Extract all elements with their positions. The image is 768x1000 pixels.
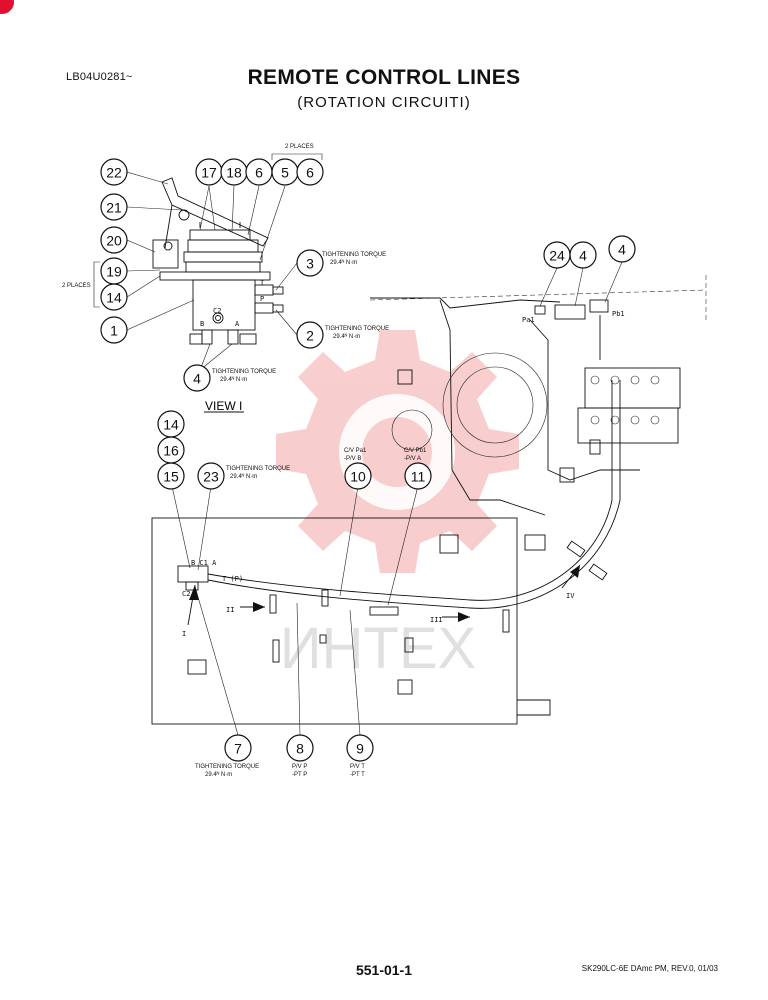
callout-number: 15 [163, 469, 179, 485]
callout-4: 4 [608, 235, 636, 263]
callout-18: 18 [220, 158, 248, 186]
callout-number: 3 [306, 256, 314, 272]
callout-number: 10 [350, 469, 366, 485]
callout-number: 24 [549, 248, 565, 264]
callout-1: 1 [100, 316, 128, 344]
port-b-label: B [200, 320, 204, 328]
page-subtitle: (ROTATION CIRCUITI) [297, 94, 471, 111]
pv-a-label: -P/V A [404, 456, 421, 462]
arrow-i-label: I [182, 630, 186, 638]
callout-11: 11 [404, 462, 432, 490]
torque-value-3: 29.4ᴺ N·m [330, 259, 357, 266]
callout-number: 18 [226, 165, 242, 181]
callout-2: 2 [296, 321, 324, 349]
callout-7: 7 [224, 734, 252, 762]
torque-value-4: 29.4ᴺ N·m [220, 376, 247, 383]
callout-10: 10 [344, 462, 372, 490]
callout-21: 21 [100, 193, 128, 221]
port-tp-label: T (P) [222, 575, 243, 583]
watermark-text: ИНТЕХ [280, 616, 476, 681]
callout-14: 14 [100, 283, 128, 311]
callout-number: 20 [106, 233, 122, 249]
torque-value-23: 29.4ᴺ N·m [230, 473, 257, 480]
callout-number: 6 [255, 165, 263, 181]
callout-24: 24 [543, 241, 571, 269]
pt-p-label: -PT P [292, 772, 307, 778]
callout-number: 9 [356, 741, 364, 757]
port-p-label: P [260, 295, 264, 303]
document-code: LB04U0281~ [66, 71, 133, 83]
callout-5: 5 [271, 158, 299, 186]
footer-doc-ref: SK290LC-6E DAmc PM, REV.0, 01/03 [581, 964, 718, 973]
callout-number: 4 [618, 242, 626, 258]
torque-label-23: TIGHTENING TORQUE [226, 466, 290, 472]
callout-17: 17 [195, 158, 223, 186]
cv-pa1-label: C/V Pa1 [344, 448, 367, 454]
callout-6: 6 [296, 158, 324, 186]
pt-t-label: -PT T [350, 772, 365, 778]
torque-label-4: TIGHTENING TORQUE [212, 369, 276, 375]
torque-label-7: TIGHTENING TORQUE [195, 764, 259, 770]
callout-number: 2 [306, 328, 314, 344]
two-places-left: 2 PLACES [62, 283, 91, 289]
view-i-label: VIEW I [205, 399, 242, 413]
callout-number: 14 [106, 290, 122, 306]
pv-t-label: P/V T [350, 764, 365, 770]
port-a-label: A [235, 320, 240, 328]
callout-number: 11 [411, 469, 426, 485]
callout-number: 1 [110, 323, 118, 339]
callout-number: 5 [281, 165, 289, 181]
port-c2-label: C2 [213, 307, 221, 315]
callout-4: 4 [569, 241, 597, 269]
arrow-iii-label: III [430, 616, 443, 624]
callout-9: 9 [346, 734, 374, 762]
callout-23: 23 [197, 462, 225, 490]
callout-number: 17 [201, 165, 217, 181]
pb1-label: Pb1 [612, 310, 625, 318]
page-title: REMOTE CONTROL LINES [247, 66, 521, 89]
pa1-label: Pa1 [522, 316, 535, 324]
callout-8: 8 [286, 734, 314, 762]
callout-number: 4 [579, 248, 587, 264]
callout-number: 16 [163, 443, 179, 459]
arrow-iv-label: IV [566, 592, 575, 600]
cv-pb1-label: C/V Pb1 [404, 448, 427, 454]
torque-value-2: 29.4ᴺ N·m [333, 333, 360, 340]
arrow-ii-label: II [226, 606, 234, 614]
callout-number: 6 [306, 165, 314, 181]
callout-number: 19 [106, 264, 122, 280]
page-number: 551-01-1 [355, 962, 413, 978]
callout-15: 15 [157, 462, 185, 490]
torque-value-7: 29.4ᴺ N·m [205, 771, 232, 778]
callout-14: 14 [157, 410, 185, 438]
callout-20: 20 [100, 226, 128, 254]
callout-3: 3 [296, 249, 324, 277]
pv-b-label: -P/V B [344, 456, 361, 462]
lower-frame: B C1 A T (P) C2 I II III IV TIGHTENIN [151, 380, 621, 778]
view-i-detail: C2 B A T P VIEW I 2 PLACES 2 PLACES TIGH… [62, 144, 389, 413]
pv-p-label: P/V P [292, 764, 307, 770]
callout-number: 21 [106, 200, 122, 216]
port-c1a-label: B C1 A [191, 559, 217, 567]
callout-6: 6 [245, 158, 273, 186]
port-t-label: T [260, 279, 265, 287]
callout-number: 23 [203, 469, 219, 485]
callout-19: 19 [100, 257, 128, 285]
callout-number: 14 [163, 417, 179, 433]
torque-label-3: TIGHTENING TORQUE [322, 252, 386, 258]
watermark: ИНТЕХ [276, 330, 519, 681]
callout-4: 4 [183, 364, 211, 392]
torque-label-2: TIGHTENING TORQUE [325, 326, 389, 332]
two-places-top: 2 PLACES [285, 144, 314, 150]
callout-number: 4 [193, 371, 201, 387]
lower-c2-label: C2 [182, 590, 190, 598]
callout-number: 7 [234, 741, 242, 757]
upper-frame: Pa1 Pb1 [369, 261, 707, 554]
callout-16: 16 [157, 436, 185, 464]
callout-22: 22 [100, 158, 128, 186]
callout-number: 22 [106, 165, 122, 181]
callout-number: 8 [296, 741, 304, 757]
